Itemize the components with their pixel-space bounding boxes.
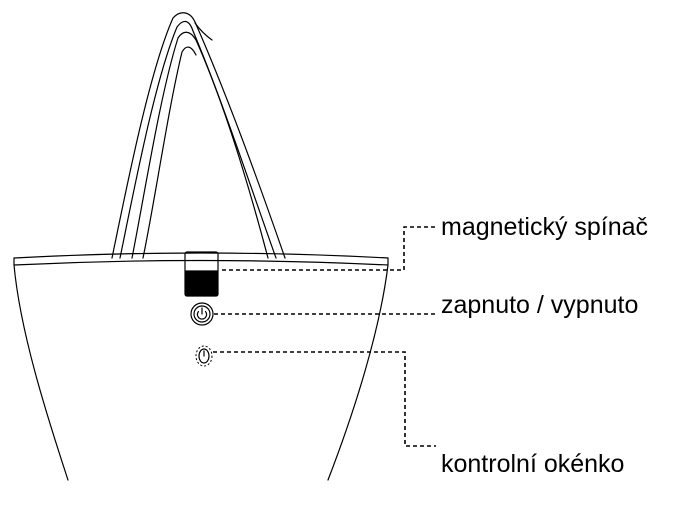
bag-body <box>13 252 389 481</box>
label-control-window: kontrolní okénko <box>441 450 625 478</box>
label-magnetic-switch: magnetický spínač <box>441 213 649 241</box>
power-icon <box>190 302 214 326</box>
indicator-window-icon <box>195 345 213 367</box>
label-power: zapnuto / vypnuto <box>441 291 639 319</box>
leader-magnetic-switch <box>222 226 436 271</box>
leader-control-window <box>213 351 436 447</box>
magnetic-switch <box>184 251 219 297</box>
bag-handles <box>111 12 286 259</box>
